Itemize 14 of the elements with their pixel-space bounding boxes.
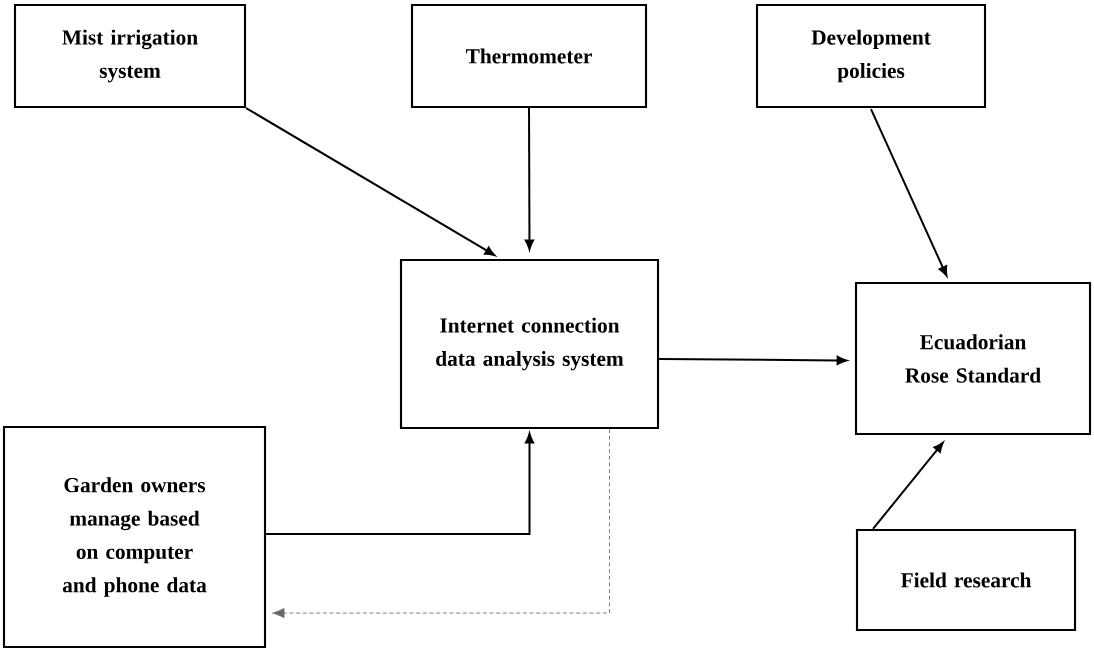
- arrow: [245, 107, 496, 256]
- process-box: Garden owners manage based on computer and phone data: [2, 425, 267, 649]
- process-box: Field research: [855, 528, 1077, 632]
- arrow: [872, 442, 944, 530]
- arrow: [265, 432, 535, 535]
- process-box: Mist irrigation system: [13, 3, 247, 109]
- arrow: [272, 428, 610, 619]
- process-box: Thermometer: [410, 3, 648, 109]
- arrow: [870, 108, 948, 277]
- process-box: Ecuadorian Rose Standard: [854, 281, 1092, 436]
- process-box: Internet connection data analysis system: [399, 258, 660, 430]
- arrow: [658, 355, 848, 365]
- process-box: Development policies: [755, 3, 987, 109]
- arrow: [524, 107, 534, 251]
